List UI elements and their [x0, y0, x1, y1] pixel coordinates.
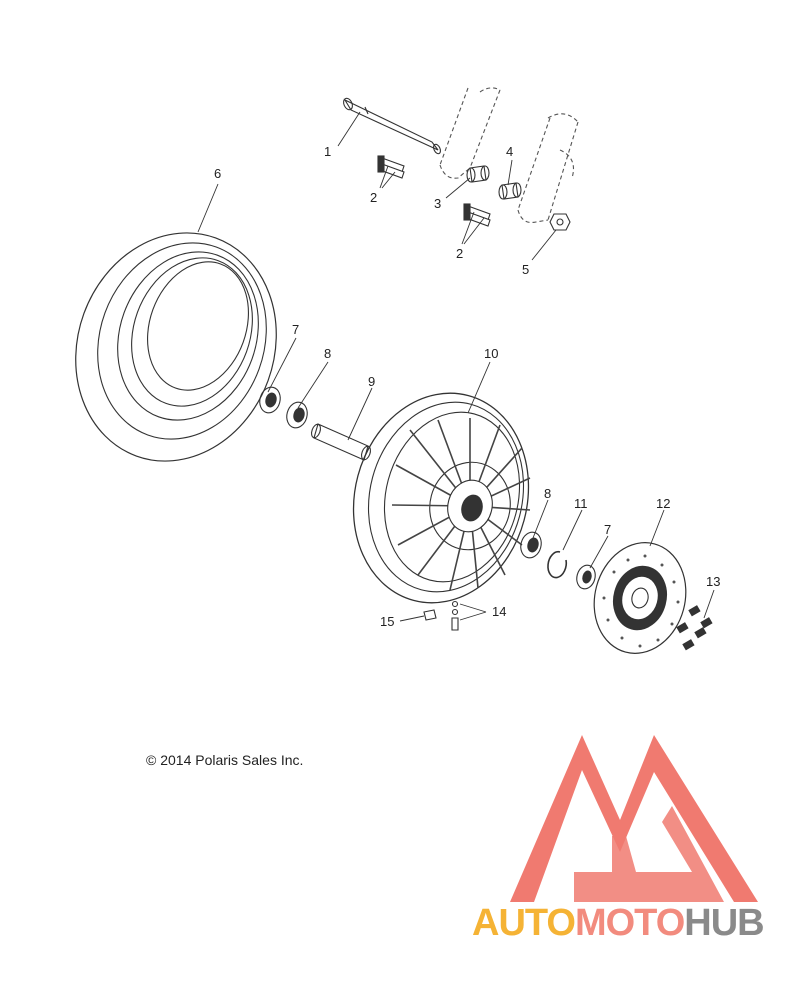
- callout-8-left: 8: [324, 346, 331, 361]
- copyright-notice: © 2014 Polaris Sales Inc.: [146, 752, 304, 768]
- valve-parts-part-14: [451, 600, 459, 631]
- callout-13: 13: [706, 574, 720, 589]
- callout-2-lower: 2: [456, 246, 463, 261]
- brake-disc-part-12: [593, 542, 687, 654]
- valve-cap-part-15: [423, 609, 437, 621]
- spacer-part-3: [466, 165, 490, 183]
- axle-nut-part-5: [549, 213, 571, 231]
- bearing-part-8-right: [520, 531, 542, 559]
- bearing-part-8-left: [286, 401, 308, 429]
- callout-3: 3: [434, 196, 441, 211]
- watermark-brand-text: AUTOMOTOHUB: [472, 902, 765, 945]
- callout-8-right: 8: [544, 486, 551, 501]
- pinch-bolts-part-2-upper: [377, 155, 405, 179]
- seal-part-7-left: [259, 386, 281, 414]
- watermark-logo: [510, 735, 758, 902]
- callout-12: 12: [656, 496, 670, 511]
- brand-hub: HUB: [684, 902, 764, 944]
- brand-moto: MOTO: [574, 902, 685, 944]
- callout-5: 5: [522, 262, 529, 277]
- leader-lines: [197, 111, 715, 622]
- pinch-bolts-part-2-lower: [463, 203, 491, 227]
- callout-10: 10: [484, 346, 498, 361]
- callout-2-upper: 2: [370, 190, 377, 205]
- spacer-tube-part-9: [310, 423, 372, 461]
- callout-labels: 1 2 3 4 2 5 6 7 8 9 10 8 11 7 12 13 14 1…: [214, 144, 720, 629]
- callout-9: 9: [368, 374, 375, 389]
- disc-bolts-part-13: [676, 605, 713, 651]
- seal-part-7-right: [576, 564, 596, 590]
- callout-6: 6: [214, 166, 221, 181]
- wheel-part-10: [352, 392, 531, 604]
- callout-7-right: 7: [604, 522, 611, 537]
- callout-4: 4: [506, 144, 513, 159]
- callout-1: 1: [324, 144, 331, 159]
- callout-14: 14: [492, 604, 506, 619]
- callout-15: 15: [380, 614, 394, 629]
- spacer-part-4: [498, 182, 522, 200]
- callout-7-left: 7: [292, 322, 299, 337]
- callout-11: 11: [574, 496, 588, 511]
- axle-part-1: [343, 97, 441, 155]
- fork-leg-left: [439, 87, 501, 179]
- brand-auto: AUTO: [472, 902, 576, 944]
- snap-ring-part-11: [547, 550, 568, 579]
- tire-part-6: [75, 232, 277, 462]
- fork-leg-right: [517, 113, 579, 224]
